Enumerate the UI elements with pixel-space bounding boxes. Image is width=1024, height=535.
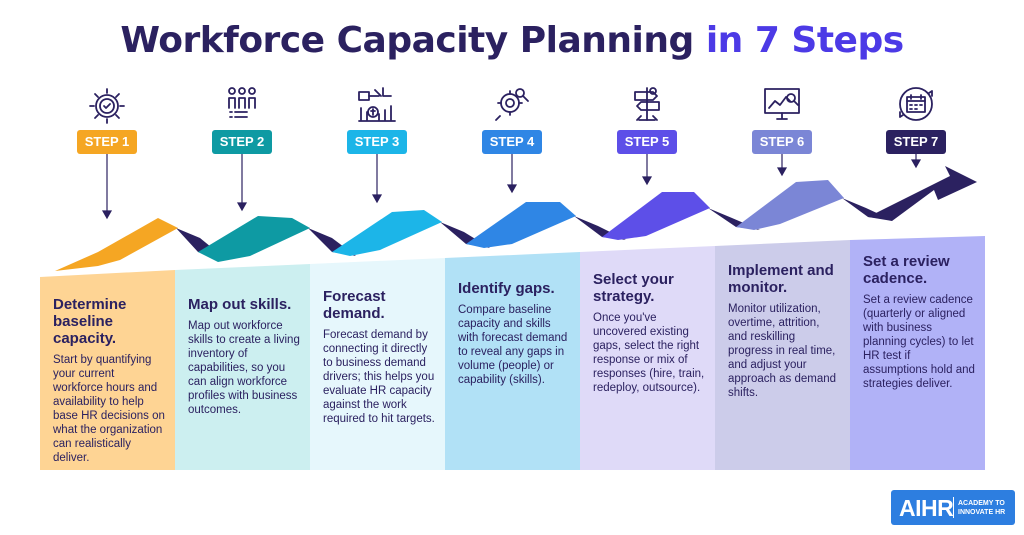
- gear-magnifier-icon: [492, 84, 532, 124]
- step-heading: Forecast demand.: [323, 288, 386, 322]
- step-label-7: STEP 7: [886, 130, 946, 154]
- step-label-text: STEP 1: [84, 134, 130, 149]
- step-body: Compare baseline capacity and skills wit…: [458, 304, 568, 386]
- step-label-text: STEP 6: [759, 134, 805, 149]
- logo-tagline: ACADEMY TO INNOVATE HR: [958, 500, 1006, 516]
- step-body: Once you've uncovered existing gaps, sel…: [593, 312, 705, 394]
- panel-bg-6: [715, 240, 850, 470]
- ribbon-segment-3: [332, 210, 442, 256]
- logo-divider: [953, 497, 954, 518]
- title-accent: in 7 Steps: [705, 20, 904, 61]
- panel-bg-5: [580, 246, 715, 470]
- step-panel-6: Implement and monitor. Monitor utilizati…: [715, 262, 850, 463]
- ribbon-segment-2: [198, 216, 310, 262]
- step-heading: Identify gaps.: [458, 280, 555, 297]
- step-label-5: STEP 5: [617, 130, 677, 154]
- ribbon-segment-7: [868, 166, 977, 221]
- step-connectors: [101, 154, 922, 220]
- step-panel-5: Select your strategy. Once you've uncove…: [580, 269, 715, 470]
- step-label-6: STEP 6: [752, 130, 812, 154]
- step-label-1: STEP 1: [77, 130, 137, 154]
- step-label-3: STEP 3: [347, 130, 407, 154]
- calendar-cycle-icon: [896, 84, 936, 124]
- telescope-chart-icon: [357, 84, 397, 124]
- team-checklist-icon: [222, 84, 262, 124]
- step-label-4: STEP 4: [482, 130, 542, 154]
- step-panel-2: Map out skills. Map out workforce skills…: [175, 269, 310, 470]
- step-label-text: STEP 5: [624, 134, 670, 149]
- clock-gear-icon: [87, 86, 127, 126]
- step-body: Start by quantifying your current workfo…: [53, 354, 165, 464]
- panel-bg-7: [850, 236, 985, 470]
- ribbon-segment-5: [602, 192, 710, 240]
- step-label-text: STEP 7: [893, 134, 939, 149]
- ribbon-segment-6: [736, 180, 844, 230]
- step-label-text: STEP 4: [489, 134, 535, 149]
- step-panel-3: Forecast demand. Forecast demand by conn…: [310, 269, 445, 470]
- signpost-icon: [627, 84, 667, 124]
- step-body: Map out workforce skills to create a liv…: [188, 320, 300, 416]
- step-heading: Set a review cadence.: [863, 253, 950, 287]
- step-body: Forecast demand by connecting it directl…: [323, 329, 435, 425]
- step-label-2: STEP 2: [212, 130, 272, 154]
- step-panel-7: Set a review cadence. Set a review caden…: [850, 253, 985, 454]
- ribbon-segment-1: [55, 218, 178, 271]
- step-heading: Map out skills.: [188, 296, 292, 313]
- panel-bg-1: [40, 270, 175, 470]
- step-heading: Determine baseline capacity.: [53, 296, 127, 347]
- step-heading: Select your strategy.: [593, 271, 674, 305]
- aihr-logo: AIHR ACADEMY TO INNOVATE HR: [891, 490, 1015, 525]
- step-panel-1: Determine baseline capacity. Start by qu…: [40, 269, 175, 470]
- step-body: Set a review cadence (quarterly or align…: [863, 294, 975, 390]
- step-label-text: STEP 2: [219, 134, 265, 149]
- logo-name: AIHR: [899, 495, 954, 521]
- panel-bg-3: [310, 258, 445, 470]
- title-main: Workforce Capacity Planning: [120, 20, 694, 61]
- monitor-chart-icon: [762, 84, 802, 124]
- step-body: Monitor utilization, overtime, attrition…: [728, 303, 837, 399]
- step-label-text: STEP 3: [354, 134, 400, 149]
- page-title: Workforce Capacity Planning in 7 Steps: [0, 20, 1024, 61]
- ribbon-segment-4: [466, 202, 576, 248]
- panel-bg-4: [445, 252, 580, 470]
- step-heading: Implement and monitor.: [728, 262, 834, 296]
- step-panel-4: Identify gaps. Compare baseline capacity…: [445, 269, 580, 470]
- panel-bg-2: [175, 264, 310, 470]
